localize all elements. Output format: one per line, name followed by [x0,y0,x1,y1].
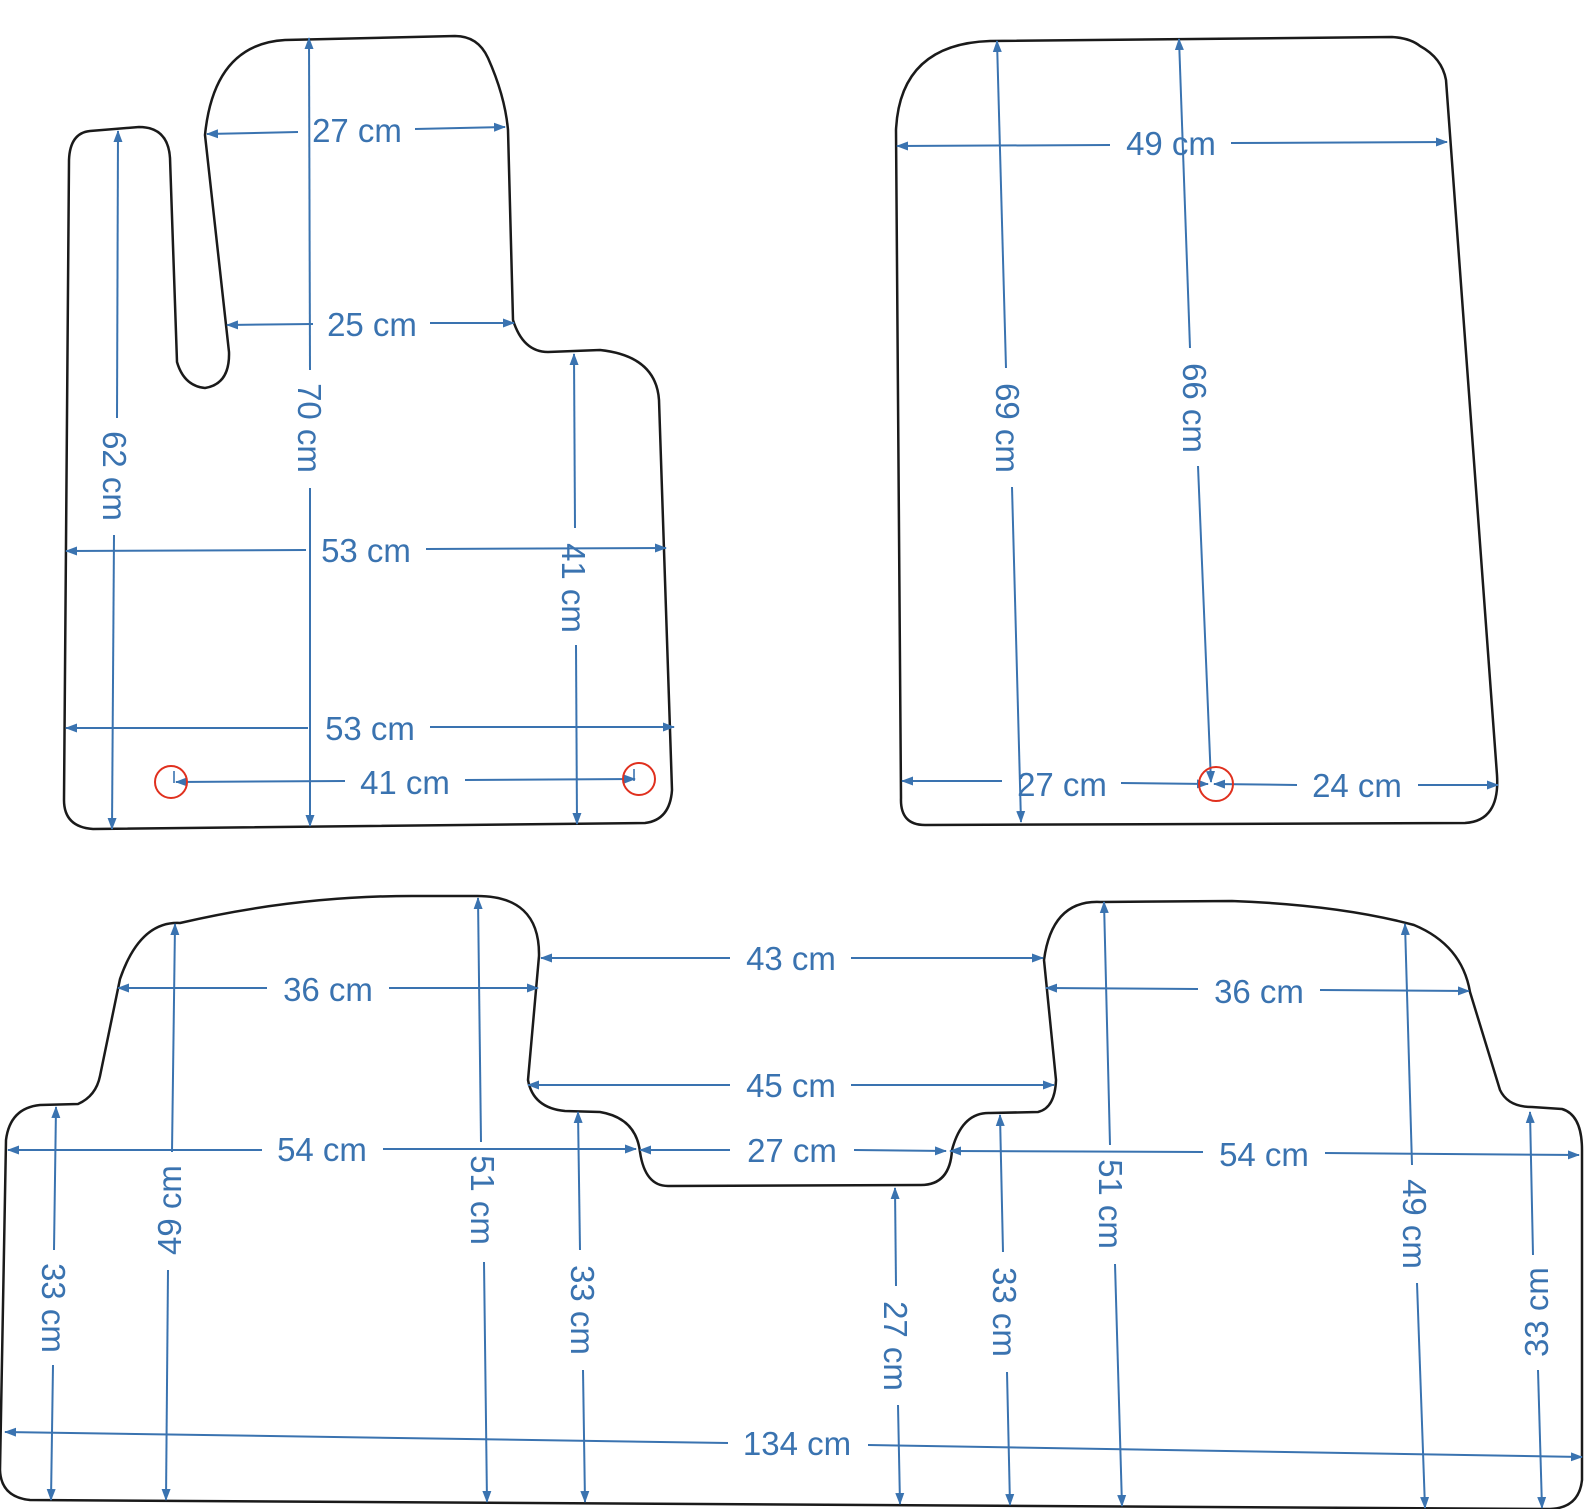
rear-height-ls-line-b [161,1269,171,1501]
fl-fastener-label: 41 cm [360,764,450,801]
fl-height-strip-label: 62 cm [96,431,133,521]
rear-height-cr-line-b [1005,1371,1015,1506]
rear-height-ri-line-b [1114,1263,1127,1507]
fr-height-center-label: 66 cm [1176,363,1213,453]
fr-width-top-label: 49 cm [1126,125,1216,162]
fr-width-bl-line-b [1120,779,1209,789]
rear-width-lm-label: 54 cm [277,1131,367,1168]
rear-height-cl-line-a [573,1111,583,1251]
rear-width-ct-label: 43 cm [746,940,836,977]
rear-mat-outline [0,894,1584,1509]
fl-fastener-marker-left [154,765,188,799]
rear-height-le-label: 33 cm [35,1263,72,1353]
fr-height-left-line-a [992,40,1007,369]
rear-height-li-line-a [473,897,483,1143]
fr-height-center-line-b [1197,465,1216,783]
front-right-mat: 49 cm 69 cm 66 cm 27 cm 24 cm [894,35,1499,827]
rear-height-cr-line-a [995,1114,1005,1253]
fl-height-right-line-b [572,644,582,825]
fr-height-left-label: 69 cm [989,383,1026,473]
front-left-mat-outline [62,34,674,831]
rear-width-total-label: 134 cm [743,1425,851,1462]
fl-width-mid-line-a [65,546,307,556]
fr-height-center-line-a [1174,38,1191,349]
rear-height-li-line-b [482,1261,492,1503]
rear-height-ri-line-a [1099,901,1111,1146]
rear-height-ri-label: 51 cm [1092,1159,1129,1249]
fl-width-notch-label: 25 cm [327,306,417,343]
fl-width-mid-line-b [425,543,667,553]
rear-height-ls-label: 49 cm [151,1165,188,1255]
fl-fastener-line-a [175,777,346,787]
fr-fastener-marker [1198,766,1234,802]
rear-width-rm-line-a [949,1146,1204,1156]
fl-height-strip-line-a [113,130,123,419]
front-left-mat: 27 cm 70 cm 25 cm 62 cm 53 cm 41 cm 53 c… [62,34,675,831]
fl-width-top-label: 27 cm [312,112,402,149]
fr-width-top-line-a [896,141,1111,151]
rear-width-rm-label: 54 cm [1219,1136,1309,1173]
rear-height-re-line-b [1537,1369,1547,1509]
fl-height-right-label: 41 cm [555,543,592,633]
fl-width-low-label: 53 cm [325,710,415,747]
front-right-mat-outline [894,35,1499,827]
rear-height-rs-line-b [1416,1282,1430,1509]
fr-width-top-line-b [1230,137,1448,147]
rear-height-re-label: 33 cm [1518,1267,1555,1357]
fr-width-br-label: 24 cm [1312,767,1402,804]
rear-width-lt-label: 36 cm [283,971,373,1008]
rear-height-c-line-b [895,1404,905,1505]
rear-height-c-line-a [890,1187,900,1287]
fr-height-left-line-b [1011,486,1026,823]
fl-height-strip-line-b [107,534,117,830]
fl-fastener-marker-right [622,762,656,796]
rear-height-cl-line-b [580,1369,590,1503]
fl-width-top-line-a [206,129,299,139]
rear-height-li-label: 51 cm [464,1155,501,1245]
fl-width-top-line-b [414,122,506,132]
rear-width-rt-line-b [1319,986,1470,996]
rear-height-ls-line-a [170,923,180,1153]
rear-width-total-line-b [867,1444,1583,1462]
fl-height-right-line-a [569,353,579,529]
rear-height-le-line-a [51,1106,61,1251]
fr-width-br-line-a [1213,779,1298,789]
rear-width-rt-label: 36 cm [1214,973,1304,1010]
fl-height-main-line-a [304,37,314,371]
rear-width-rt-line-a [1045,983,1199,993]
rear-width-cm-label: 45 cm [746,1067,836,1104]
rear-width-tunnel-label: 27 cm [747,1132,837,1169]
fr-width-bl-label: 27 cm [1017,766,1107,803]
rear-height-c-label: 27 cm [877,1301,914,1391]
fl-width-mid-label: 53 cm [321,532,411,569]
rear-height-cr-label: 33 cm [986,1267,1023,1357]
rear-width-tunnel-line-b [853,1146,947,1156]
rear-height-rs-label: 49 cm [1396,1179,1433,1269]
rear-height-re-line-a [1525,1111,1535,1256]
rear-height-rs-line-a [1400,923,1413,1166]
rear-width-rm-line-b [1324,1150,1580,1160]
rear-mat: 43 cm 36 cm 36 cm 45 cm 54 cm 27 cm 54 c… [0,894,1584,1509]
fl-width-notch-line-a [226,320,314,330]
fl-fastener-line-b [464,774,636,784]
rear-width-total-line-a [4,1427,729,1444]
rear-height-cl-label: 33 cm [564,1265,601,1355]
fl-height-main-label: 70 cm [291,383,328,473]
